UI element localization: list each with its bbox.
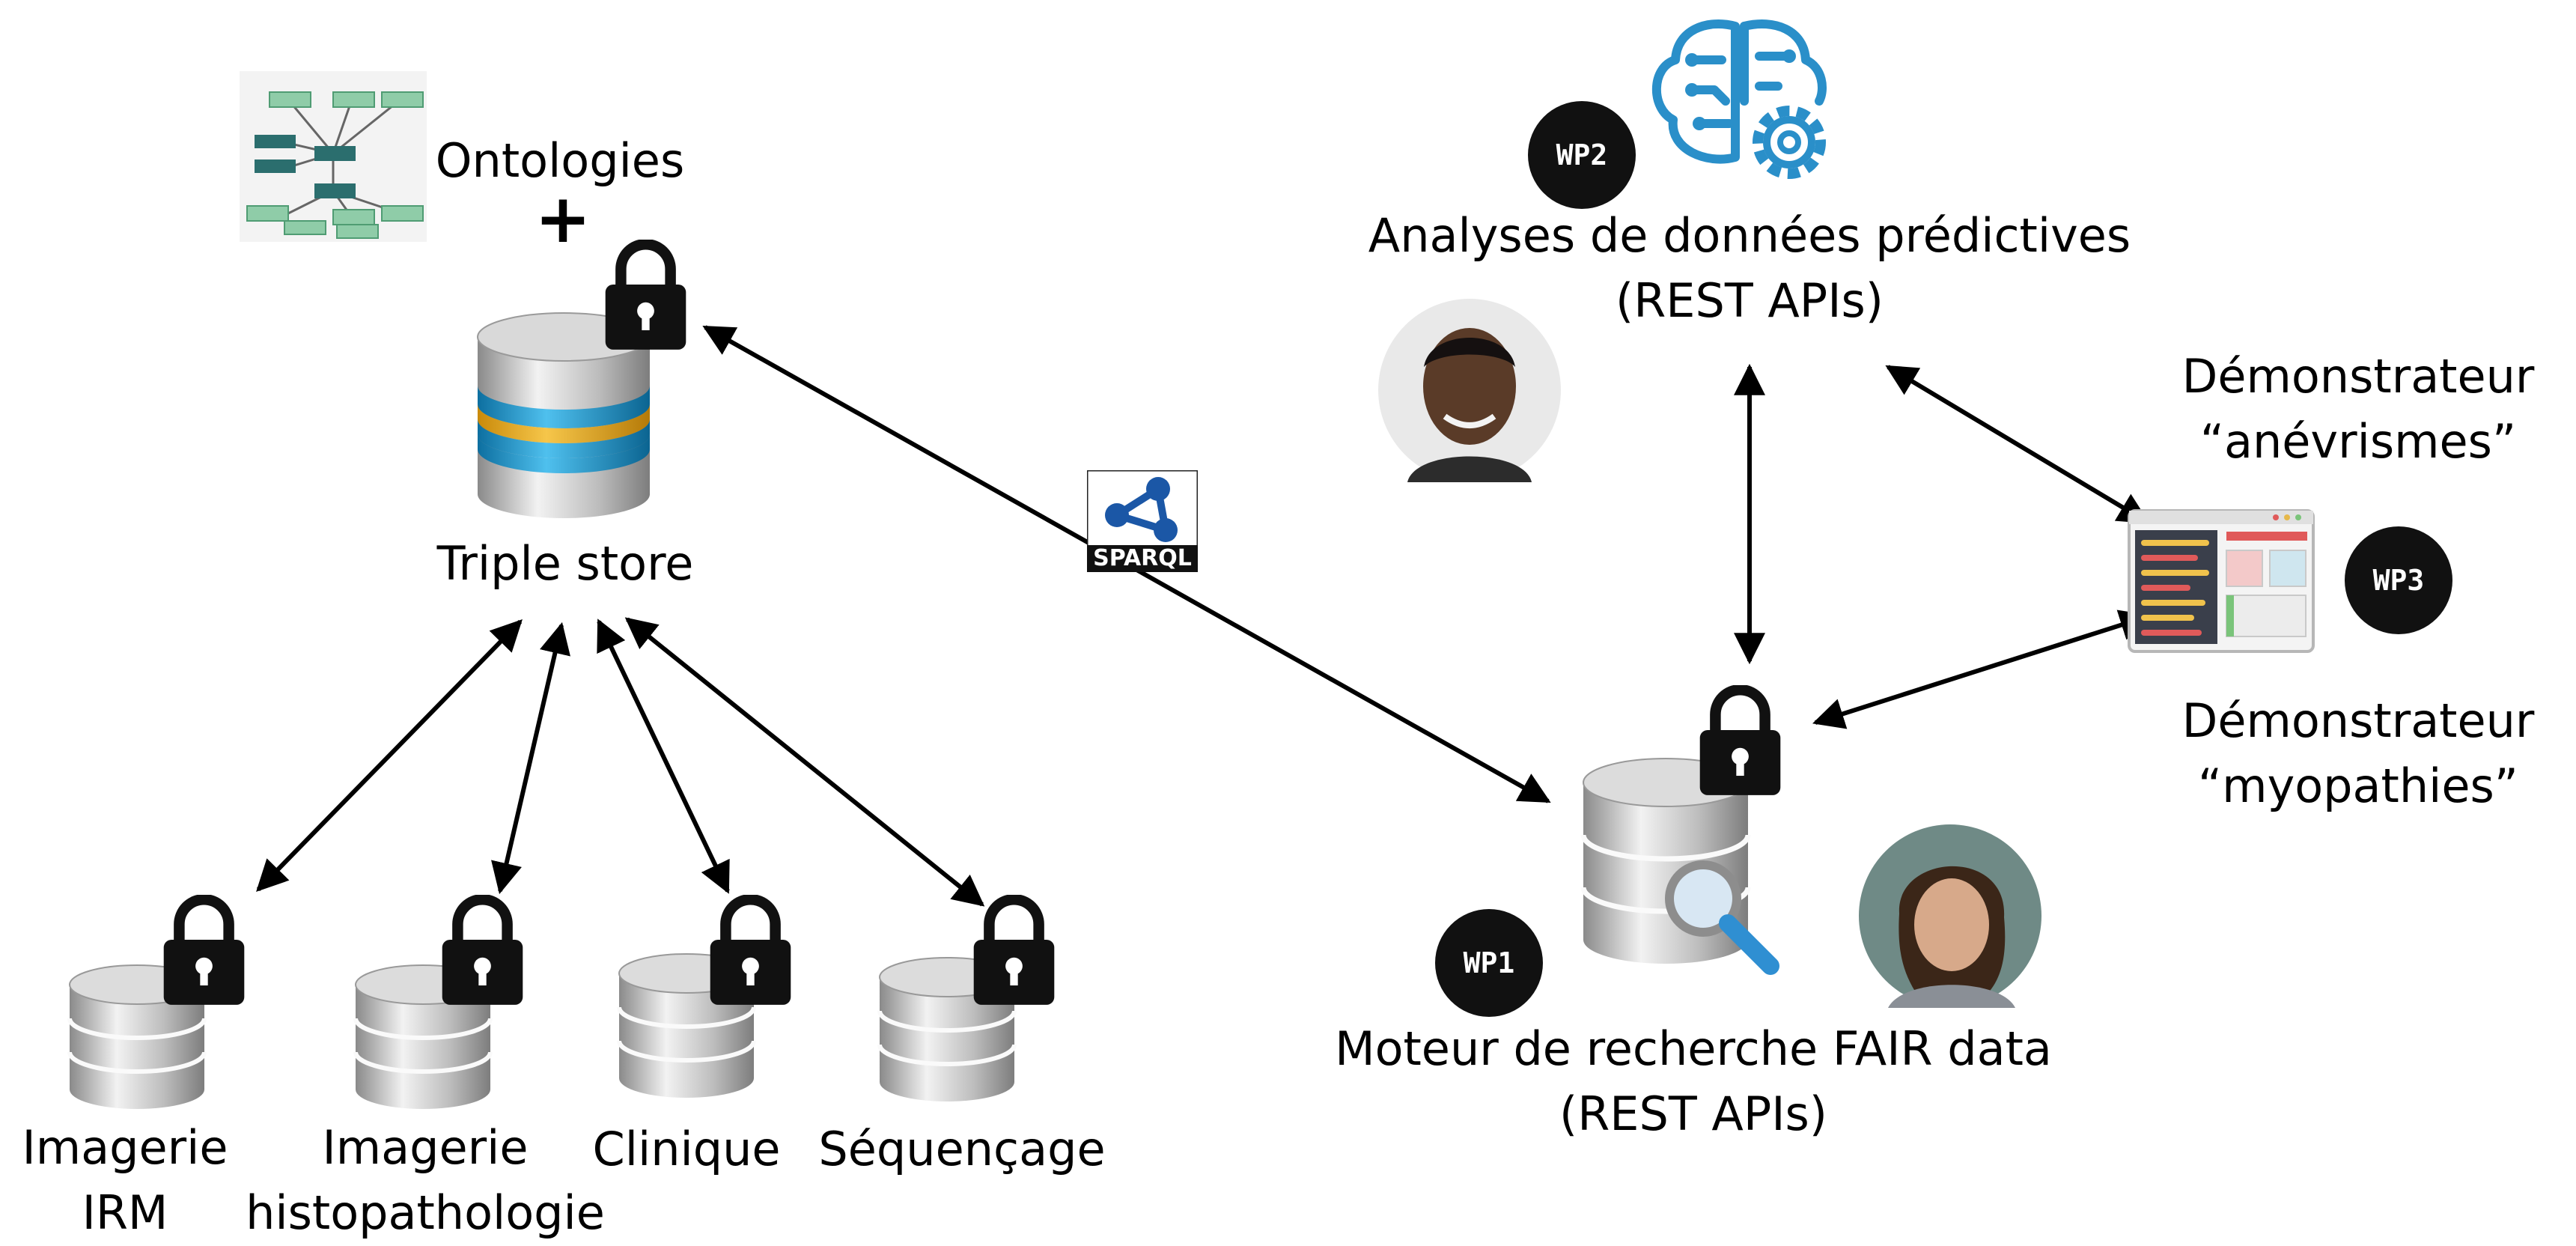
ontologies-label: Ontologies — [435, 133, 685, 188]
source-seq-label: Séquençage — [818, 1122, 1106, 1176]
search-line1: Moteur de recherche FAIR data — [1335, 1021, 2052, 1076]
source-histo-line2: histopathologie — [246, 1185, 605, 1240]
lock-icon — [710, 895, 791, 1005]
wp3-badge — [2345, 526, 2452, 634]
predictive-analytics-label: Analyses de données prédictives (REST AP… — [1368, 204, 2131, 334]
source-mri-line2: IRM — [82, 1185, 168, 1240]
lock-icon — [1699, 685, 1781, 795]
lock-icon — [973, 895, 1055, 1005]
sparql-logo-icon — [1087, 470, 1198, 572]
arrow-store-histo — [491, 622, 570, 895]
avatar — [1859, 824, 2041, 1008]
dashboard-app-icon — [2128, 509, 2315, 653]
source-clinic-label: Clinique — [592, 1122, 781, 1176]
plus-sign: + — [535, 180, 591, 258]
search-engine-label: Moteur de recherche FAIR data (REST APIs… — [1335, 1017, 2052, 1147]
wp2-badge-label: WP2 — [1556, 139, 1608, 171]
source-histo-line1: Imagerie — [322, 1120, 529, 1175]
demo-myopathy-label: Démonstrateur “myopathies” — [2182, 689, 2535, 819]
lock-icon — [442, 895, 523, 1005]
lock-icon — [605, 240, 686, 350]
arrow-search-demo — [1812, 610, 2152, 729]
demo-myopathy-line2: “myopathies” — [2198, 758, 2518, 813]
predictive-line2: (REST APIs) — [1616, 273, 1884, 328]
arrow-store-mri — [256, 619, 523, 893]
search-line2: (REST APIs) — [1559, 1086, 1827, 1141]
wp1-badge — [1435, 909, 1543, 1017]
demo-aneurysm-line1: Démonstrateur — [2181, 349, 2535, 404]
triple-store-database-icon — [477, 312, 651, 518]
arrow-store-clinic — [597, 619, 730, 894]
source-mri-line1: Imagerie — [22, 1120, 228, 1175]
ontology-graph-icon — [240, 71, 427, 242]
triple-store-label: Triple store — [436, 536, 694, 591]
avatar — [1378, 299, 1561, 482]
brain-gear-icon — [1651, 19, 1827, 179]
wp1-badge-label: WP1 — [1463, 946, 1515, 979]
wp3-badge-label: WP3 — [2372, 564, 2425, 597]
arrow-store-seq — [624, 617, 985, 907]
arrow-predictive-demo — [1885, 365, 2150, 524]
source-histo-label: Imagerie histopathologie — [246, 1116, 605, 1246]
demo-aneurysm-line2: “anévrismes” — [2199, 413, 2517, 469]
wp2-badge — [1528, 101, 1636, 209]
predictive-line1: Analyses de données prédictives — [1368, 208, 2131, 263]
sparql-label: SPARQL — [1093, 545, 1192, 571]
source-mri-label: Imagerie IRM — [22, 1116, 228, 1246]
demo-aneurysm-label: Démonstrateur “anévrismes” — [2182, 344, 2535, 475]
lock-icon — [163, 895, 245, 1005]
demo-myopathy-line1: Démonstrateur — [2181, 693, 2535, 748]
